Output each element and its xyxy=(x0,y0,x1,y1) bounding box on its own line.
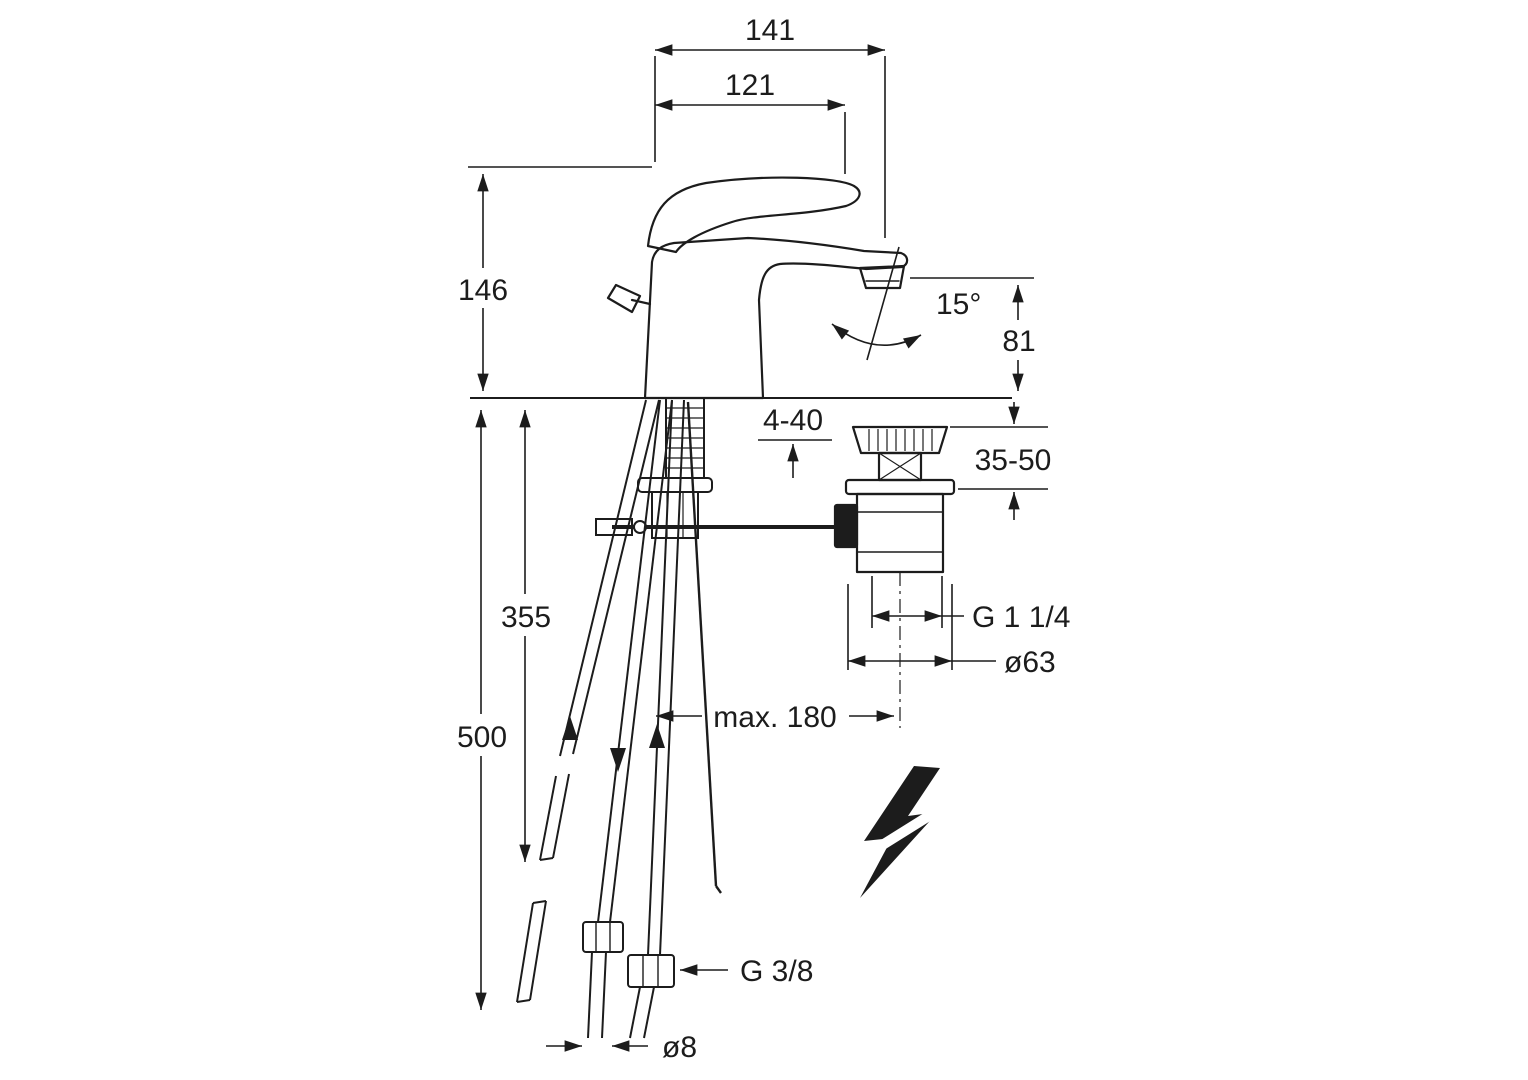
dim-waste-thread-label: G 1 1/4 xyxy=(972,601,1070,634)
dim-waste-thread xyxy=(871,576,964,628)
dim-supply-thread-label: G 3/8 xyxy=(740,955,813,988)
supply-nut-g38 xyxy=(627,954,675,988)
mounting-shank xyxy=(637,398,713,539)
dim-supply-length-label: 500 xyxy=(457,721,507,754)
dim-spout-angle-label: 15° xyxy=(936,288,981,321)
waste-assembly xyxy=(833,425,956,728)
dim-waste-diameter xyxy=(847,584,996,670)
waste-flange xyxy=(844,478,956,496)
pop-up-linkage xyxy=(595,401,843,894)
dim-spout-reach xyxy=(655,99,846,174)
spout-aerator xyxy=(858,264,906,290)
flow-arrow-down-icon xyxy=(610,748,626,772)
faucet-handle xyxy=(646,176,861,254)
flow-arrows xyxy=(562,716,665,772)
shank-nut xyxy=(651,491,699,539)
supply-hoses xyxy=(516,399,685,1039)
dimension-labels: 141 121 146 15° 81 4-40 35-50 355 500 G … xyxy=(457,14,1070,1064)
dimension-text-masks xyxy=(452,268,1043,756)
dim-deck-thickness xyxy=(758,439,832,478)
dim-spout-angle xyxy=(831,246,922,361)
dim-deck-thickness-label: 4-40 xyxy=(763,404,823,437)
lightning-bolt-icon xyxy=(852,766,948,898)
waste-body xyxy=(855,492,945,574)
dimension-lines xyxy=(475,44,1048,1052)
waste-plug xyxy=(851,425,949,455)
dim-waste-diameter-label: ø63 xyxy=(1004,646,1056,679)
pop-up-knob xyxy=(606,283,642,314)
hose-nut xyxy=(582,921,624,953)
dim-total-width-label: 141 xyxy=(745,14,795,47)
flow-arrow-up-icon xyxy=(562,716,578,740)
faucet-body xyxy=(643,236,909,400)
dim-spout-reach-label: 121 xyxy=(725,69,775,102)
waste-clamp-screw xyxy=(833,503,859,549)
flow-arrow-up-icon xyxy=(649,724,665,748)
faucet-outline xyxy=(606,176,909,400)
dim-outlet-height-label: 81 xyxy=(1002,325,1035,358)
dim-waste-adjust xyxy=(950,402,1048,520)
mounting-deck-line xyxy=(468,166,1012,399)
pop-up-rod xyxy=(686,401,718,887)
dim-waste-adjust-label: 35-50 xyxy=(975,444,1052,477)
dim-pipe-diameter-label: ø8 xyxy=(662,1031,697,1064)
dim-body-height-label: 146 xyxy=(458,274,508,307)
dim-max-reach-label: max. 180 xyxy=(713,701,836,734)
dim-hose-length-label: 355 xyxy=(501,601,551,634)
